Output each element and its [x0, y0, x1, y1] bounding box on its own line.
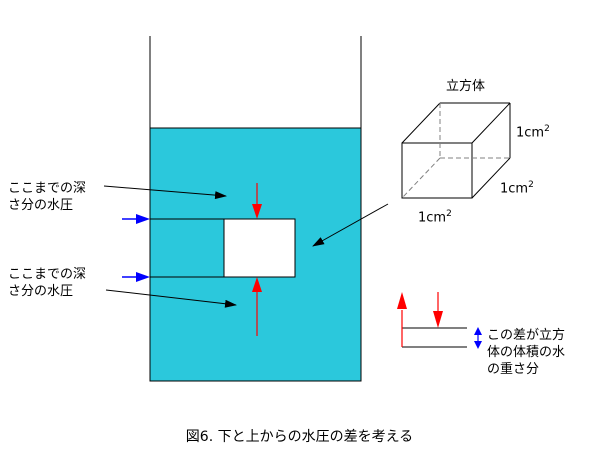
- figure-caption: 図6. 下と上からの水圧の差を考える: [185, 429, 414, 445]
- difference-indicator: [397, 292, 482, 349]
- red-arrow-up: [252, 277, 262, 336]
- lower-pressure-label-line2: さ分の水圧: [8, 284, 74, 299]
- difference-label-line1: この差が立方: [487, 328, 566, 343]
- leader-lower: [105, 289, 237, 308]
- difference-label-line2: 体の体積の水: [487, 345, 566, 360]
- upper-pressure-label-line1: ここまでの深: [8, 181, 87, 196]
- leader-upper: [103, 185, 227, 200]
- blue-arrow-upper: [122, 214, 150, 224]
- submerged-cube: [223, 218, 296, 278]
- cube-title: 立方体: [446, 79, 486, 94]
- upper-pressure-label-line2: さ分の水圧: [8, 198, 74, 213]
- red-arrow-down: [252, 183, 262, 219]
- leader-cube: [312, 203, 389, 247]
- difference-label-line3: の重さ分: [487, 362, 540, 377]
- difference-label: この差が立方 体の体積の水 の重さ分: [487, 327, 565, 378]
- lower-pressure-label: ここまでの深 さ分の水圧: [8, 266, 86, 300]
- upper-pressure-label: ここまでの深 さ分の水圧: [8, 180, 86, 214]
- cube-3d: [401, 102, 511, 199]
- lower-pressure-label-line1: ここまでの深: [8, 267, 87, 282]
- cube-area-bottom: 1cm2: [418, 209, 452, 226]
- blue-arrow-lower: [122, 272, 150, 282]
- cube-area-right: 1cm2: [516, 124, 550, 141]
- cube-area-side: 1cm2: [500, 180, 534, 197]
